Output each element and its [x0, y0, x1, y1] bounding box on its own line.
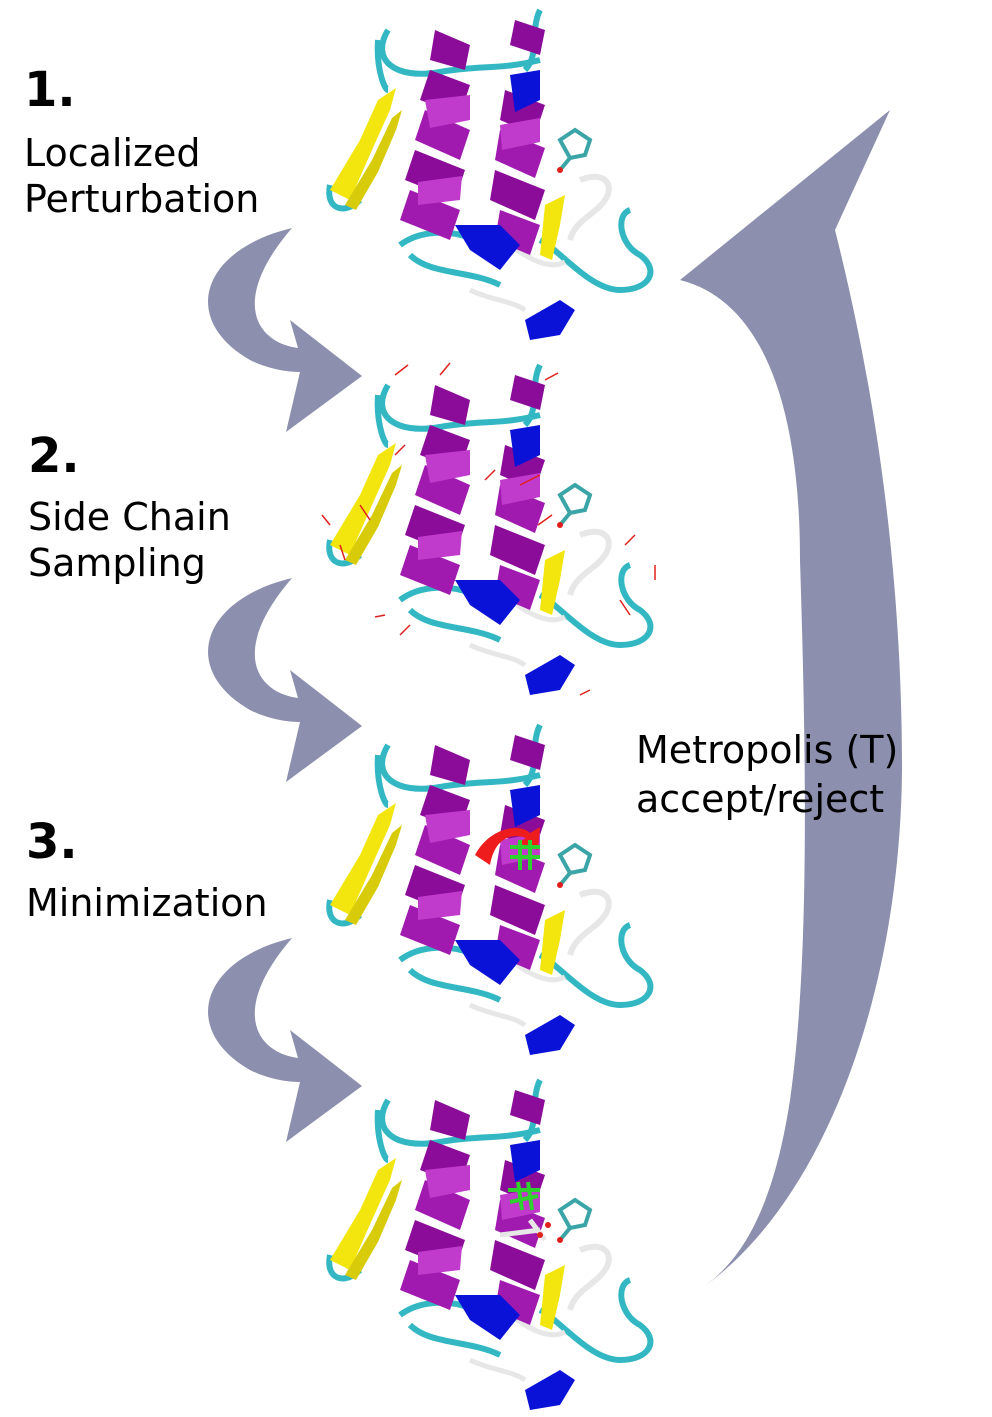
step-arrow-3 [208, 938, 362, 1142]
sampled-sidechain [510, 840, 540, 870]
protein-structure-perturbed [321, 362, 656, 696]
minimized-sidechain [508, 1181, 540, 1211]
rotation-marker [475, 827, 540, 865]
protein-structure-minimized [329, 1080, 650, 1410]
perturbation-vectors [321, 362, 656, 696]
metropolis-label: Metropolis (T) accept/reject [636, 728, 899, 822]
protein-structure-sampled [329, 725, 650, 1055]
step-arrow-1 [208, 228, 362, 432]
step-1-number: 1. [24, 62, 76, 118]
metropolis-loop-arrow [680, 110, 902, 1292]
step-2-number: 2. [28, 428, 80, 484]
step-arrow-2 [208, 578, 362, 782]
step-3-label: Minimization [26, 881, 268, 925]
step-2-label: Side Chain Sampling [28, 495, 231, 586]
protein-structure-initial [329, 10, 650, 340]
step-1-label: Localized Perturbation [24, 131, 260, 222]
step-3-number: 3. [26, 814, 78, 870]
